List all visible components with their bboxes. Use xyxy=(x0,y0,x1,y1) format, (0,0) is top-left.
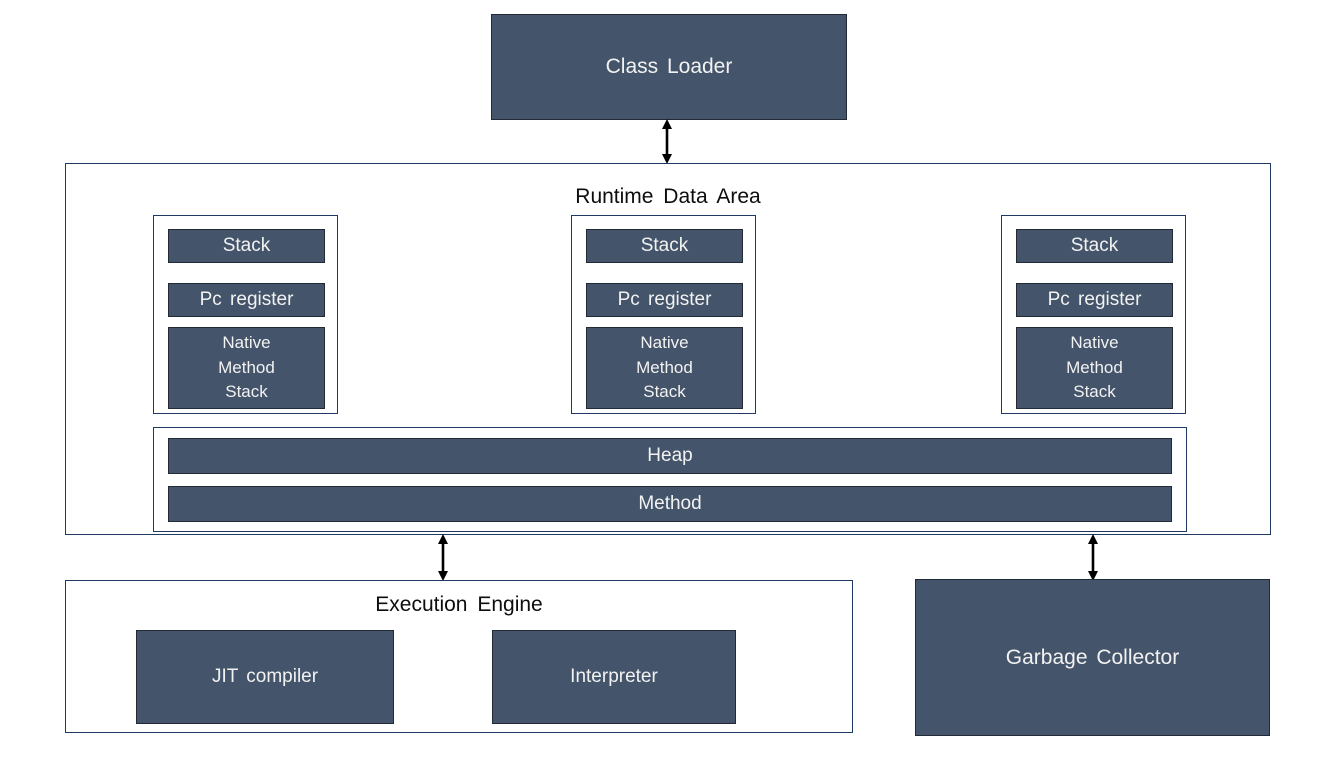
garbage-collector-box: Garbage Collector xyxy=(915,579,1270,736)
execution-engine-title: Execution Engine xyxy=(375,593,543,616)
pc-register-box: Pc register xyxy=(1016,283,1173,317)
native-method-stack-box: Native Method Stack xyxy=(586,327,743,409)
native-method-stack-line: Native xyxy=(640,333,689,353)
stack-box: Stack xyxy=(168,229,325,263)
pc-register-box: Pc register xyxy=(168,283,325,317)
native-method-stack-box: Native Method Stack xyxy=(1016,327,1173,409)
arrow-runtime-execution-engine-icon xyxy=(435,534,451,581)
native-method-stack-line: Stack xyxy=(643,382,686,402)
native-method-stack-line: Method xyxy=(1066,357,1123,377)
stack-box: Stack xyxy=(1016,229,1173,263)
native-method-stack-line: Stack xyxy=(1073,382,1116,402)
native-method-stack-box: Native Method Stack xyxy=(168,327,325,409)
class-loader-box: Class Loader xyxy=(491,14,847,120)
thread-column: Stack Pc register Native Method Stack xyxy=(153,215,338,414)
native-method-stack-line: Stack xyxy=(225,382,268,402)
stack-box: Stack xyxy=(586,229,743,263)
heap-box: Heap xyxy=(168,438,1172,474)
pc-register-box: Pc register xyxy=(586,283,743,317)
native-method-stack-line: Method xyxy=(218,357,275,377)
runtime-data-area-title: Runtime Data Area xyxy=(575,185,761,208)
native-method-stack-line: Method xyxy=(636,357,693,377)
jit-compiler-box: JIT compiler xyxy=(136,630,394,724)
native-method-stack-line: Native xyxy=(222,333,271,353)
runtime-data-area-container: Runtime Data Area Stack Pc register Nati… xyxy=(65,163,1271,535)
arrow-runtime-garbage-collector-icon xyxy=(1085,534,1101,581)
method-area-box: Method xyxy=(168,486,1172,522)
interpreter-box: Interpreter xyxy=(492,630,736,724)
thread-column: Stack Pc register Native Method Stack xyxy=(1001,215,1186,414)
heap-method-container: Heap Method xyxy=(153,427,1187,532)
thread-column: Stack Pc register Native Method Stack xyxy=(571,215,756,414)
native-method-stack-line: Native xyxy=(1070,333,1119,353)
execution-engine-container: Execution Engine JIT compiler Interprete… xyxy=(65,580,853,733)
arrow-class-loader-runtime-icon xyxy=(659,119,675,164)
